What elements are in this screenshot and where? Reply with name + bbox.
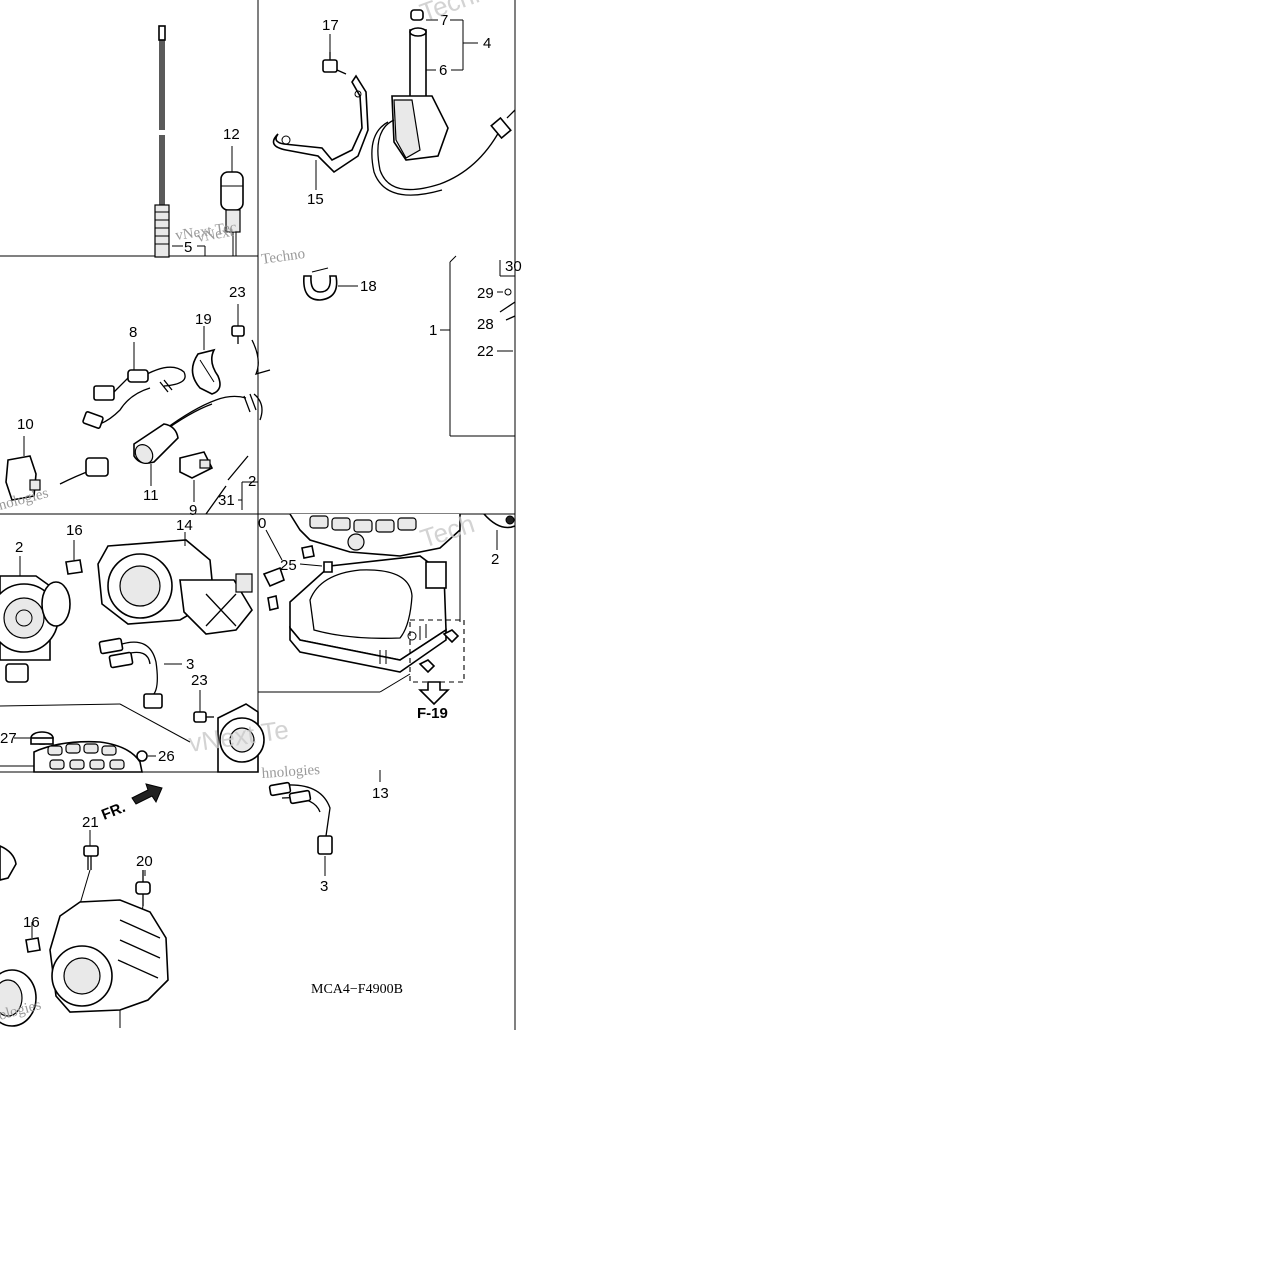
callout-16-lower: 16	[23, 914, 40, 931]
callout-5: 5	[184, 239, 192, 256]
callout-30: 30	[505, 258, 522, 275]
cap-27	[30, 731, 54, 745]
callout-labels: 17 7 4 6 12 15 5 18 23 8 19 30 29 28 1 2…	[0, 12, 522, 931]
clips-25	[262, 545, 333, 611]
audio-unit	[289, 513, 465, 683]
speaker-lower-left-partial	[0, 845, 37, 1027]
watermark-text: Technologies	[416, 0, 569, 28]
callout-22: 22	[477, 343, 494, 360]
callout-14: 14	[176, 517, 193, 534]
wire-stub	[251, 339, 271, 421]
bolt-17	[322, 52, 347, 75]
callout-20: 20	[136, 853, 153, 870]
bolt-21	[83, 845, 99, 870]
screw-26	[136, 750, 148, 762]
ref-arrow-f19	[418, 681, 450, 706]
bracket-line-31	[205, 455, 258, 515]
speaker-housing-14	[97, 539, 253, 635]
harness-3-upper	[98, 637, 163, 709]
callout-12: 12	[223, 126, 240, 143]
rod-antenna	[154, 25, 170, 258]
callout-18: 18	[360, 278, 377, 295]
callout-26: 26	[158, 748, 175, 765]
callout-2-left: 2	[15, 539, 23, 556]
callout-4: 4	[483, 35, 491, 52]
callout-6: 6	[439, 62, 447, 79]
speaker-2	[0, 575, 71, 683]
speaker-housing-lower	[49, 899, 169, 1028]
callout-15: 15	[307, 191, 324, 208]
callout-1: 1	[429, 322, 437, 339]
callout-30-lower: 0	[258, 515, 266, 532]
diagram-code: MCA4−F4900B	[311, 982, 403, 997]
callout-23-lower: 23	[191, 672, 208, 689]
callout-29: 29	[477, 285, 494, 302]
callout-31: 31	[218, 492, 235, 509]
callout-24: 2	[248, 473, 256, 490]
callout-7: 7	[440, 12, 448, 29]
direction-arrow	[131, 783, 163, 805]
connector-9	[179, 451, 214, 479]
bolt-23-upper	[231, 325, 245, 344]
callout-3-upper: 3	[186, 656, 194, 673]
harness-3-lower	[268, 781, 333, 855]
nut-16-upper	[65, 559, 83, 575]
callout-19: 19	[195, 311, 212, 328]
parts-group-frame-1	[440, 255, 516, 437]
connector-10	[5, 455, 109, 501]
bolt-20	[135, 870, 151, 906]
callout-2-right: 2	[491, 551, 499, 568]
callout-28: 28	[477, 316, 494, 333]
callout-25: 25	[280, 557, 297, 574]
reference-f19: F-19	[417, 705, 448, 722]
callout-23-upper: 23	[229, 284, 246, 301]
callout-8: 8	[129, 324, 137, 341]
speaker-2-right-partial	[483, 513, 516, 529]
callout-21: 21	[82, 814, 99, 831]
callout-16-upper: 16	[66, 522, 83, 539]
trim-panel	[0, 703, 191, 773]
callout-3-lower: 3	[320, 878, 328, 895]
speaker-lower-partial	[217, 703, 265, 773]
antenna-module	[371, 9, 516, 196]
callout-9: 9	[189, 502, 197, 519]
direction-label: FR.	[99, 799, 128, 824]
harness-8	[82, 366, 186, 429]
bolt-23-lower	[193, 711, 214, 723]
bracket-15	[272, 74, 369, 174]
cable-11	[133, 393, 257, 464]
callout-10: 10	[17, 416, 34, 433]
watermark-text: hnologies	[261, 762, 320, 782]
antenna-sleeve	[220, 171, 244, 256]
clip-18	[303, 267, 338, 301]
nut-16-lower	[25, 937, 41, 953]
clamp-19	[191, 348, 221, 395]
watermark-text: Techno	[260, 246, 306, 268]
watermark-text: vNext	[196, 224, 236, 246]
callout-17: 17	[322, 17, 339, 34]
callout-27: 27	[0, 730, 17, 747]
callout-13: 13	[372, 785, 389, 802]
callout-11: 11	[143, 487, 159, 504]
